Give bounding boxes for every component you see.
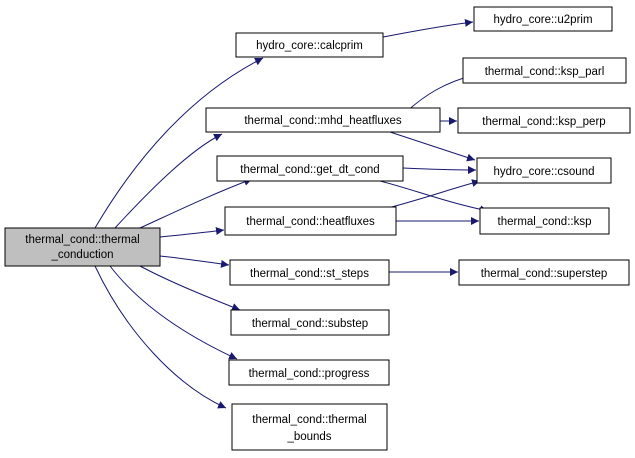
node-get-dt-cond[interactable]: thermal_cond::get_dt_cond: [216, 155, 404, 182]
node-heatfluxes-label: thermal_cond::heatfluxes: [246, 216, 375, 228]
node-csound[interactable]: hydro_core::csound: [476, 157, 612, 184]
node-get-dt-cond-label: thermal_cond::get_dt_cond: [240, 164, 379, 176]
node-progress-label: thermal_cond::progress: [249, 368, 370, 380]
node-ksp-parl-label: thermal_cond::ksp_parl: [485, 66, 605, 78]
node-root-line-2: _conduction: [50, 249, 113, 261]
edge-root-mhd-heatfluxes: [114, 133, 223, 229]
node-ksp-perp-label: thermal_cond::ksp_perp: [482, 116, 605, 128]
node-st-steps-label: thermal_cond::st_steps: [250, 268, 369, 280]
node-thermal-bounds[interactable]: thermal_cond::thermal _bounds: [231, 403, 388, 451]
node-calcprim-label: hydro_core::calcprim: [256, 40, 363, 52]
edge-root-progress: [109, 265, 238, 360]
node-ksp-parl[interactable]: thermal_cond::ksp_parl: [462, 57, 627, 84]
node-mhd-heatfluxes-label: thermal_cond::mhd_heatfluxes: [244, 115, 402, 127]
node-progress[interactable]: thermal_cond::progress: [228, 359, 390, 386]
node-ksp-label: thermal_cond::ksp: [498, 216, 592, 228]
edge-root-heatfluxes: [159, 227, 225, 238]
node-st-steps[interactable]: thermal_cond::st_steps: [229, 259, 390, 286]
node-superstep-label: thermal_cond::superstep: [481, 268, 608, 280]
node-heatfluxes[interactable]: thermal_cond::heatfluxes: [224, 206, 397, 236]
node-root-line-1: thermal_cond::thermal: [25, 234, 139, 246]
node-ksp[interactable]: thermal_cond::ksp: [479, 207, 610, 235]
node-root[interactable]: thermal_cond::thermal _conduction: [4, 227, 161, 267]
edge-mhd-csound: [389, 131, 476, 162]
edge-root-calcprim: [94, 57, 264, 229]
edge-root-thermal-bounds: [94, 265, 227, 409]
node-ksp-perp[interactable]: thermal_cond::ksp_perp: [457, 107, 631, 134]
edge-root-get-dt-cond: [139, 178, 253, 229]
node-thermal-bounds-line-2: _bounds: [286, 431, 331, 443]
node-superstep[interactable]: thermal_cond::superstep: [458, 259, 630, 286]
edge-root-st-steps: [159, 255, 230, 268]
node-substep[interactable]: thermal_cond::substep: [230, 309, 390, 336]
node-mhd-heatfluxes[interactable]: thermal_cond::mhd_heatfluxes: [205, 107, 441, 133]
edge-calcprim-u2prim: [382, 18, 474, 38]
node-substep-label: thermal_cond::substep: [252, 318, 368, 330]
node-thermal-bounds-line-1: thermal_cond::thermal: [252, 414, 366, 426]
edge-get-dt-cond-csound: [402, 165, 477, 174]
node-calcprim[interactable]: hydro_core::calcprim: [235, 32, 384, 58]
edge-root-substep: [139, 265, 241, 311]
node-u2prim[interactable]: hydro_core::u2prim: [473, 6, 613, 32]
node-u2prim-label: hydro_core::u2prim: [493, 14, 592, 26]
node-csound-label: hydro_core::csound: [493, 166, 594, 178]
